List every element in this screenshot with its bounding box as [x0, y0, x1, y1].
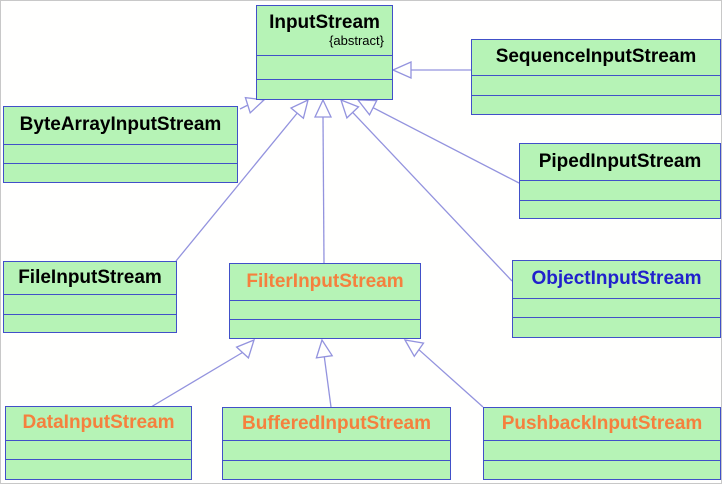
generalization-line	[175, 112, 298, 262]
operations-compartment	[520, 200, 720, 218]
generalization-line	[372, 107, 520, 184]
generalization-sequence-input-stream-to-input-stream	[391, 60, 471, 80]
operations-compartment	[513, 317, 720, 337]
attributes-compartment	[513, 298, 720, 317]
class-name-compartment: DataInputStream	[6, 407, 191, 440]
operations-compartment	[223, 460, 450, 479]
operations-compartment	[472, 95, 720, 114]
generalization-data-input-stream-to-filter-input-stream	[150, 338, 256, 408]
class-box-buffered-input-stream: BufferedInputStream	[222, 407, 451, 480]
generalization-line	[323, 356, 332, 408]
class-name: ObjectInputStream	[531, 268, 702, 290]
class-stereotype: {abstract}	[329, 33, 384, 49]
generalization-pushback-input-stream-to-filter-input-stream	[403, 339, 484, 408]
class-name: FilterInputStream	[246, 270, 404, 292]
class-name: BufferedInputStream	[242, 412, 431, 434]
class-name-compartment: ObjectInputStream	[513, 261, 720, 298]
class-name: DataInputStream	[22, 412, 175, 434]
generalization-line	[239, 104, 249, 110]
operations-compartment	[257, 79, 392, 99]
attributes-compartment	[223, 440, 450, 460]
class-name: ByteArrayInputStream	[19, 114, 222, 136]
operations-compartment	[4, 163, 237, 182]
class-name-compartment: InputStream{abstract}	[257, 6, 392, 55]
generalization-line	[418, 349, 484, 408]
class-name: SequenceInputStream	[495, 46, 697, 68]
class-name-compartment: PushbackInputStream	[484, 408, 720, 440]
class-box-input-stream: InputStream{abstract}	[256, 5, 393, 100]
generalization-filter-input-stream-to-input-stream	[313, 98, 333, 264]
class-name-compartment: FilterInputStream	[230, 264, 420, 300]
generalization-file-input-stream-to-input-stream	[175, 98, 309, 262]
class-name-compartment: FileInputStream	[4, 262, 176, 294]
class-box-sequence-input-stream: SequenceInputStream	[471, 39, 721, 115]
class-name: InputStream	[269, 11, 380, 33]
generalization-buffered-input-stream-to-filter-input-stream	[315, 338, 334, 408]
class-box-piped-input-stream: PipedInputStream	[519, 143, 721, 219]
class-name-compartment: ByteArrayInputStream	[4, 107, 237, 144]
class-name: FileInputStream	[18, 266, 162, 288]
attributes-compartment	[484, 440, 720, 460]
class-name: PipedInputStream	[538, 150, 702, 172]
open-triangle-arrowhead-icon	[403, 339, 425, 358]
generalization-piped-input-stream-to-input-stream	[356, 99, 520, 184]
open-triangle-arrowhead-icon	[339, 98, 360, 120]
attributes-compartment	[4, 294, 176, 314]
open-triangle-arrowhead-icon	[313, 98, 333, 118]
operations-compartment	[484, 460, 720, 479]
attributes-compartment	[520, 180, 720, 200]
class-name-compartment: PipedInputStream	[520, 144, 720, 180]
generalization-byte-array-input-stream-to-input-stream	[239, 96, 266, 114]
attributes-compartment	[472, 75, 720, 95]
class-box-filter-input-stream: FilterInputStream	[229, 263, 421, 339]
attributes-compartment	[230, 300, 420, 319]
open-triangle-arrowhead-icon	[235, 338, 256, 360]
open-triangle-arrowhead-icon	[391, 60, 412, 80]
class-box-file-input-stream: FileInputStream	[3, 261, 177, 333]
generalization-line	[322, 116, 325, 264]
class-box-object-input-stream: ObjectInputStream	[512, 260, 721, 338]
operations-compartment	[6, 459, 191, 479]
class-name-compartment: SequenceInputStream	[472, 40, 720, 75]
operations-compartment	[230, 319, 420, 338]
attributes-compartment	[6, 440, 191, 459]
class-box-pushback-input-stream: PushbackInputStream	[483, 407, 721, 480]
class-name: PushbackInputStream	[501, 412, 703, 434]
generalization-line	[352, 111, 513, 282]
open-triangle-arrowhead-icon	[289, 98, 309, 120]
attributes-compartment	[257, 55, 392, 79]
open-triangle-arrowhead-icon	[356, 99, 378, 117]
class-box-byte-array-input-stream: ByteArrayInputStream	[3, 106, 238, 183]
generalization-line	[150, 351, 243, 408]
attributes-compartment	[4, 144, 237, 163]
class-box-data-input-stream: DataInputStream	[5, 406, 192, 480]
operations-compartment	[4, 314, 176, 332]
class-name-compartment: BufferedInputStream	[223, 408, 450, 440]
generalization-object-input-stream-to-input-stream	[339, 98, 513, 282]
open-triangle-arrowhead-icon	[244, 96, 266, 114]
open-triangle-arrowhead-icon	[315, 338, 334, 359]
